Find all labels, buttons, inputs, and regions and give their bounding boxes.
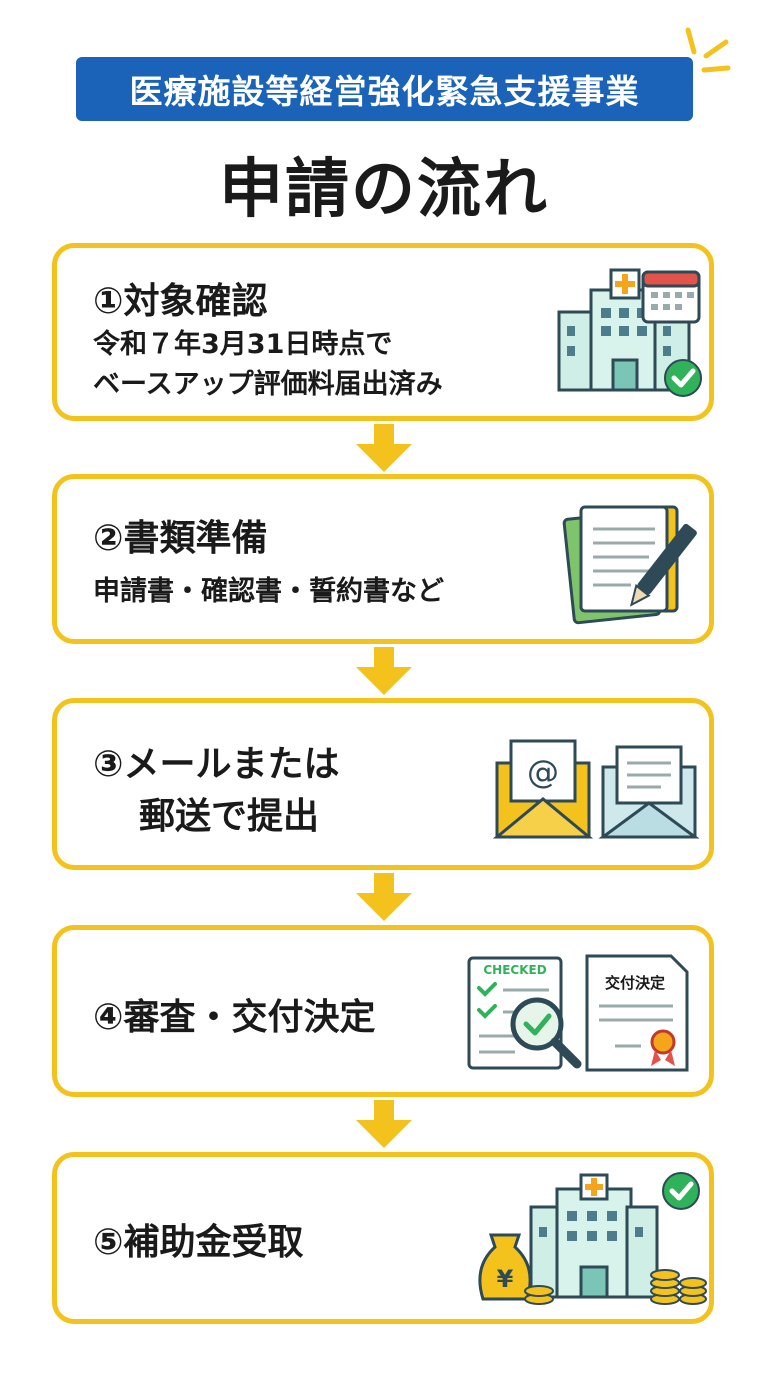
documents-pen-icon [562, 505, 697, 625]
yen-symbol: ¥ [497, 1265, 514, 1293]
step-label: ①対象確認 [93, 281, 268, 322]
arrow-down-icon [356, 647, 412, 695]
step-label-line-2: 郵送で提出 [139, 796, 320, 837]
step-card-5: ⑤補助金受取 ¥ [52, 1152, 714, 1324]
decision-document-label: 交付決定 [605, 974, 665, 992]
svg-text:@: @ [527, 753, 559, 791]
step-card-1: ①対象確認 令和７年3月31日時点で ベースアップ評価料届出済み [52, 243, 714, 421]
step-description: 申請書・確認書・誓約書など [93, 576, 444, 607]
step-label: ⑤補助金受取 [93, 1222, 304, 1263]
step-label: ④審査・交付決定 [93, 997, 376, 1038]
step-card-4: ④審査・交付決定 CHECKED 交付決定 [52, 925, 714, 1097]
step-label: ②書類準備 [93, 518, 268, 559]
program-banner: 医療施設等経営強化緊急支援事業 [76, 57, 693, 121]
review-certificate-icon: CHECKED 交付決定 [467, 954, 689, 1072]
page-title: 申請の流れ [219, 153, 549, 227]
arrow-down-icon [356, 1100, 412, 1148]
hospital-calendar-icon [557, 268, 702, 397]
step-card-2: ②書類準備 申請書・確認書・誓約書など [52, 474, 714, 644]
arrow-down-icon [356, 873, 412, 921]
email-envelope-icon: @ [492, 739, 700, 839]
arrow-down-icon [356, 424, 412, 472]
subsidy-money-icon: ¥ [478, 1172, 707, 1305]
step-label-line-1: ③メールまたは [93, 744, 340, 785]
checked-label: CHECKED [483, 963, 546, 977]
sparkle-icon [685, 27, 731, 73]
step-card-3: ③メールまたは 郵送で提出 @ [52, 698, 714, 870]
step-description-line-1: 令和７年3月31日時点で [93, 329, 393, 360]
step-description-line-2: ベースアップ評価料届出済み [93, 369, 443, 400]
